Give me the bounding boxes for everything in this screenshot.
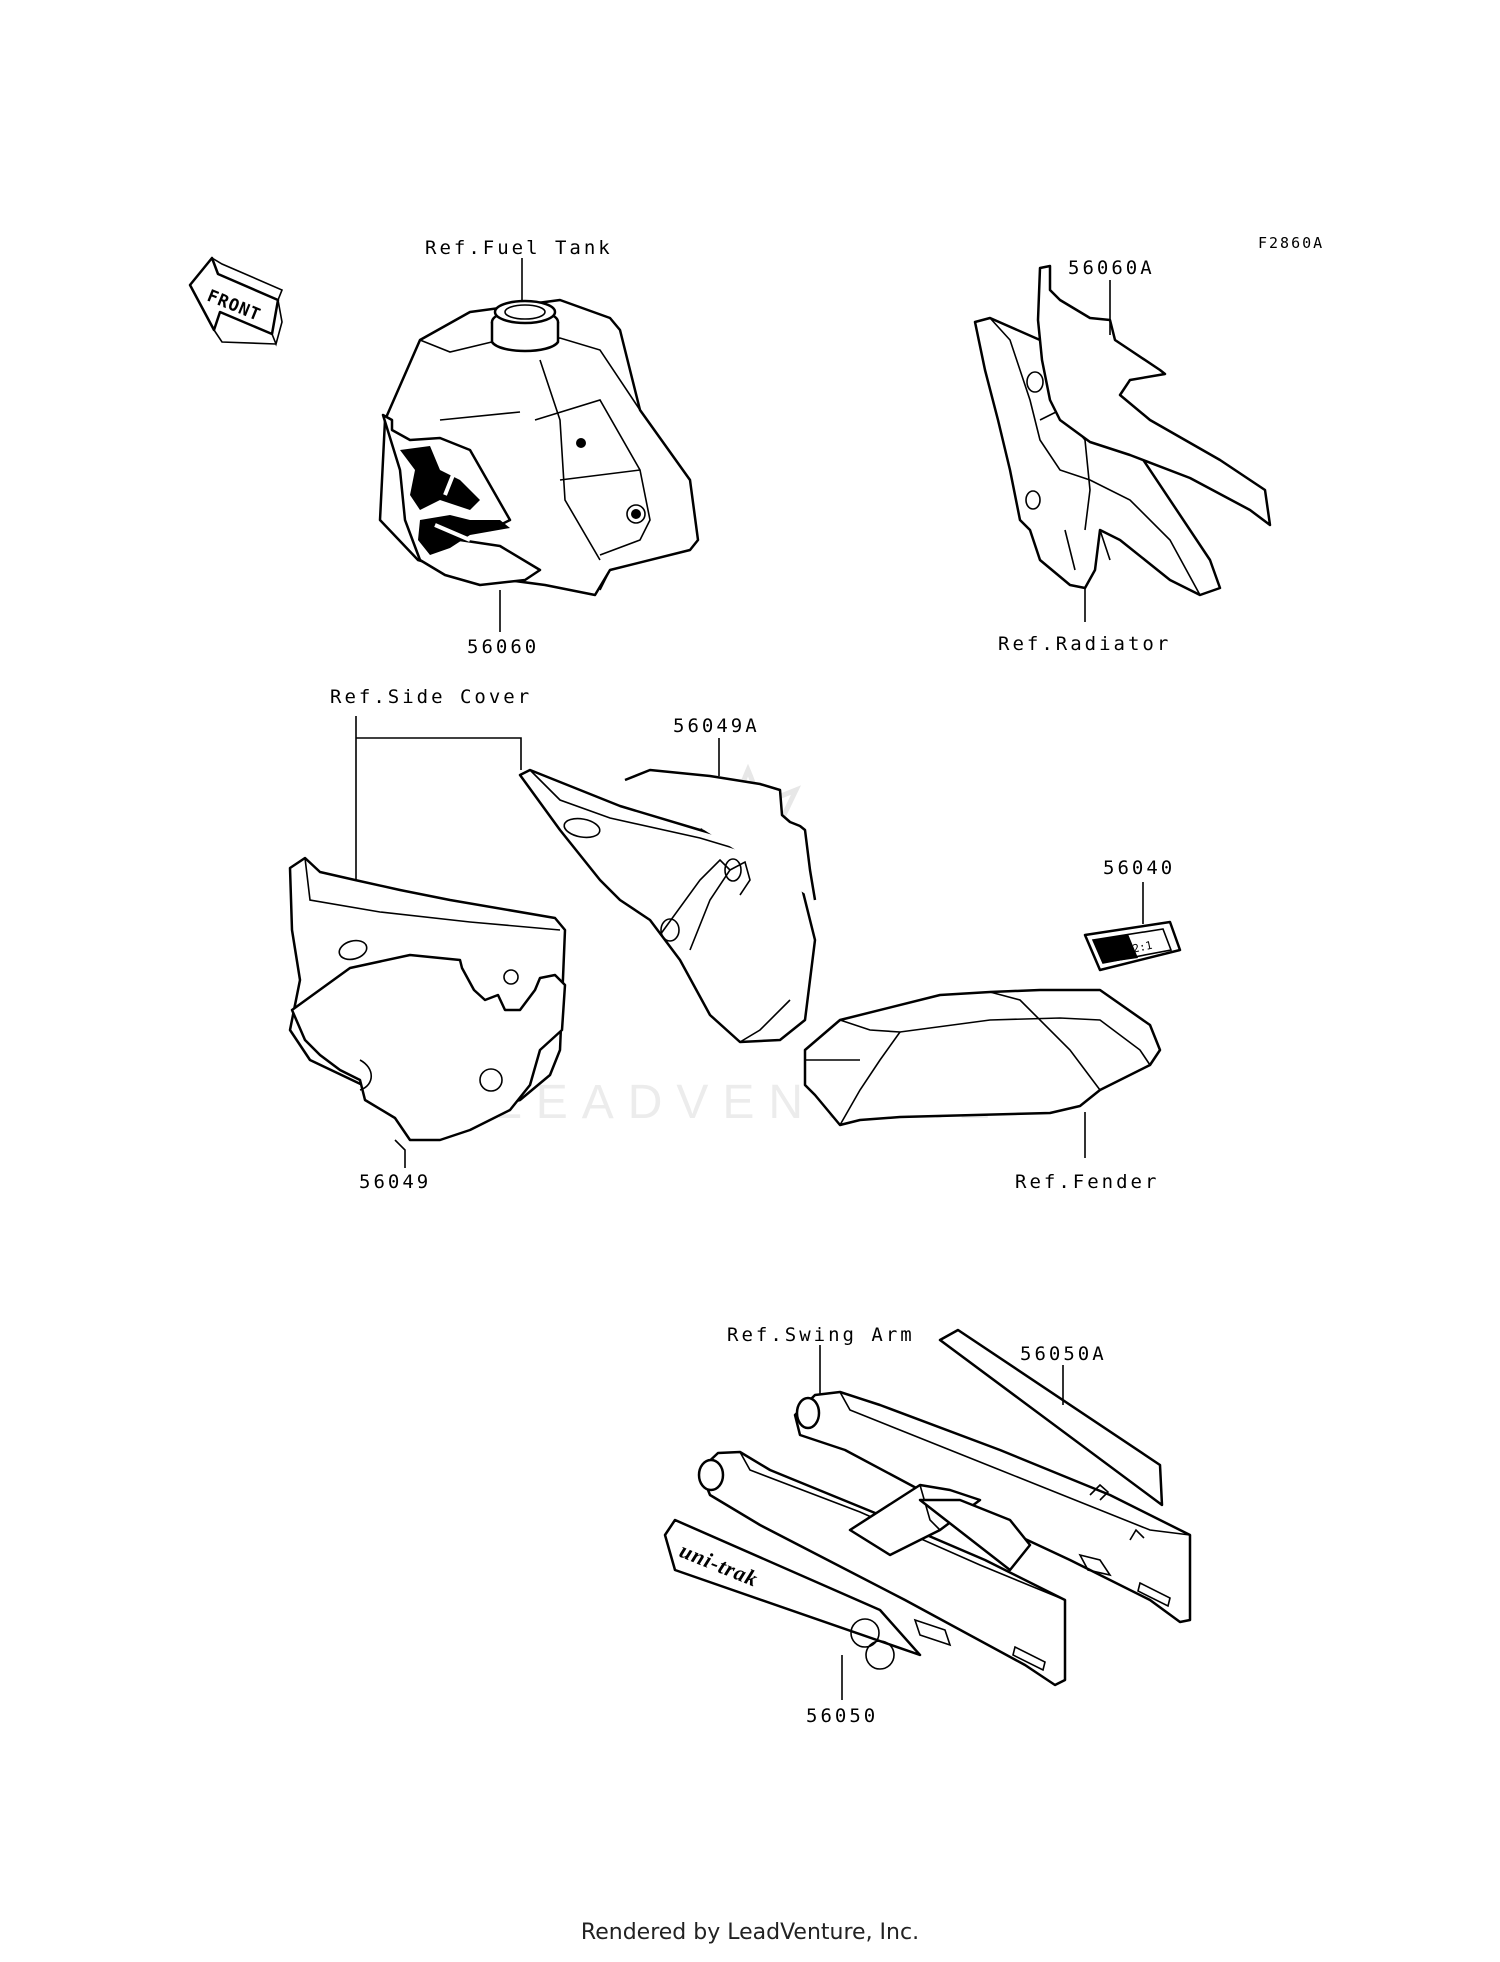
decal-56060 (381, 413, 542, 587)
figure-id: F2860A (1258, 234, 1324, 252)
label-56049a: 56049A (673, 715, 760, 737)
radiator-shroud-illustration (973, 316, 1222, 597)
footer-credit: Rendered by LeadVenture, Inc. (580, 1920, 920, 1945)
swing-arm-illustration (697, 1390, 1192, 1687)
label-56049: 56049 (359, 1171, 431, 1193)
label-56060: 56060 (467, 636, 539, 658)
label-56040: 56040 (1103, 857, 1175, 879)
decal-56050a (938, 1328, 1164, 1507)
label-ref-radiator: Ref.Radiator (998, 633, 1171, 655)
label-ref-swing-arm: Ref.Swing Arm (727, 1324, 915, 1346)
label-56060a: 56060A (1068, 257, 1155, 279)
label-56050: 56050 (806, 1705, 878, 1727)
decal-56060a (1036, 264, 1272, 527)
decal-56049a (624, 768, 817, 901)
decal-56040-text: 32:1 (1125, 939, 1154, 957)
decal-56050: uni-trak (663, 1518, 922, 1670)
label-ref-fuel-tank: Ref.Fuel Tank (425, 237, 613, 259)
fender-illustration (803, 988, 1162, 1127)
decal-56040: 32:1 (1083, 920, 1182, 972)
label-56050a: 56050A (1020, 1343, 1107, 1365)
label-ref-side-cover: Ref.Side Cover (330, 686, 532, 708)
front-arrow-icon: FRONT (188, 256, 284, 347)
label-ref-fender: Ref.Fender (1015, 1171, 1159, 1193)
decal-56049 (290, 953, 567, 1142)
